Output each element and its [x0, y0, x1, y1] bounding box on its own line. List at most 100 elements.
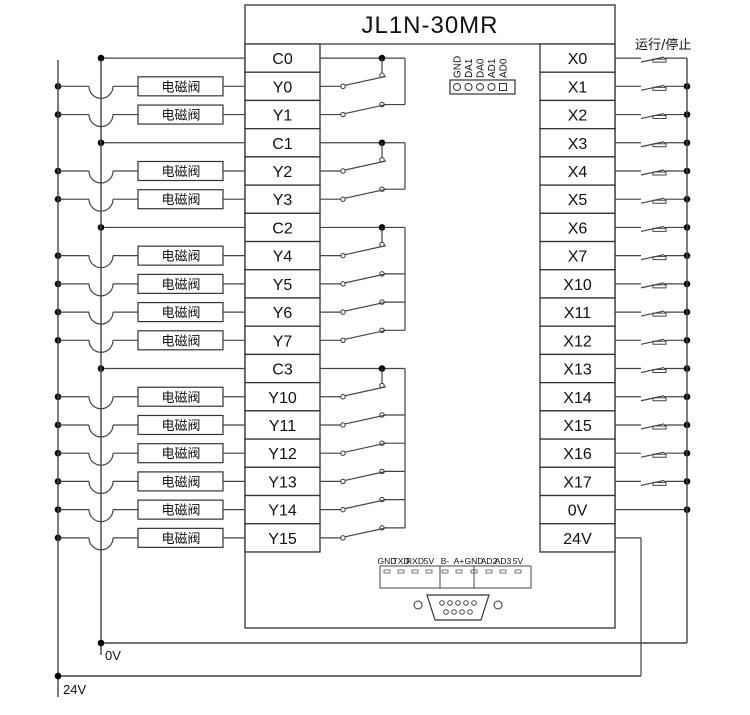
zero-volt-rail-dot [97, 639, 105, 647]
solenoid-valve-label: 电磁阀 [161, 193, 200, 208]
comm-pin-label: AD2 [481, 556, 498, 566]
pushbutton-actuator [652, 425, 667, 430]
contact-terminal [340, 281, 346, 287]
input-terminal-x4 [539, 156, 616, 186]
comm-pin-label: A+ [454, 556, 465, 566]
input-terminal-x1 [539, 71, 616, 102]
input-terminal-label: 24V [563, 531, 592, 548]
contact-terminal [340, 506, 346, 513]
db9-screw [413, 600, 423, 610]
contact-terminal [340, 83, 346, 90]
input-terminal-x3 [539, 128, 616, 158]
solenoid-valve-label: 电磁阀 [161, 475, 200, 490]
relay-contact-blade [344, 527, 387, 538]
db9-pin [463, 600, 469, 606]
supply-24v-label: 24V [63, 682, 86, 697]
db9-pin [467, 609, 473, 615]
pushbutton-actuator [652, 256, 667, 261]
contact-terminal [340, 535, 346, 541]
output-terminal-y11 [244, 410, 321, 440]
contact-terminal [340, 394, 346, 400]
zero-volt-label: 0V [105, 648, 121, 663]
contact-terminal [340, 422, 346, 428]
db9-pin [455, 600, 461, 606]
output-terminal-label: Y11 [269, 418, 296, 435]
solenoid-valve-label: 电磁阀 [161, 109, 200, 124]
pushbutton-actuator [652, 199, 667, 204]
comm-pin-label: 5V [424, 556, 435, 566]
supply-24v-rail-dot [54, 672, 62, 680]
input-terminal-label: X16 [563, 446, 592, 463]
output-terminal-label: Y6 [273, 305, 293, 322]
relay-contact-blade [344, 160, 387, 171]
plc-model-title: JL1N-30MR [361, 12, 498, 39]
output-terminal-y7 [244, 325, 321, 356]
db9-pin [451, 609, 457, 615]
pushbutton-actuator [652, 453, 667, 458]
pushbutton-actuator [652, 369, 667, 374]
contact-terminal [340, 450, 346, 456]
comm-pin-label: RXD [406, 556, 424, 566]
comm-pin-label: GND [378, 556, 397, 566]
comm-pin [499, 569, 507, 574]
solenoid-valve-label: 电磁阀 [161, 504, 200, 519]
pushbutton-actuator [652, 143, 667, 148]
analog-pin-label: AD0 [499, 58, 510, 78]
db9-screw [493, 600, 503, 610]
output-terminal-label: C3 [272, 362, 293, 379]
relay-contact-blade [344, 188, 387, 199]
input-terminal-label: X13 [563, 362, 592, 379]
comm-pin [514, 569, 522, 574]
analog-pin-label: DA1 [464, 58, 475, 78]
solenoid-valve-label: 电磁阀 [161, 334, 200, 349]
comm-pin [485, 569, 493, 574]
contact-terminal [340, 478, 346, 485]
input-terminal-label: X10 [563, 277, 592, 294]
relay-contact-blade [344, 245, 387, 256]
output-terminal-c0 [244, 43, 321, 73]
output-terminal-label: Y4 [273, 249, 293, 266]
analog-pin [464, 83, 473, 91]
input-terminal-x12 [539, 325, 616, 356]
comm-pin [397, 569, 405, 574]
db9-pin [459, 609, 465, 615]
relay-contact-blade [344, 442, 387, 453]
comm-pin-label: B- [441, 556, 450, 566]
solenoid-valve-label: 电磁阀 [161, 250, 200, 265]
pushbutton-actuator [652, 227, 667, 232]
relay-contact-blade [344, 414, 387, 425]
input-terminal-x6 [539, 212, 616, 243]
db9-pin [439, 600, 445, 606]
relay-contact-blade [344, 499, 387, 510]
contact-terminal [340, 252, 346, 259]
solenoid-valve-label: 电磁阀 [161, 80, 200, 95]
pushbutton-actuator [652, 481, 667, 486]
input-terminal-label: X6 [568, 220, 588, 237]
relay-contact-blade [344, 386, 387, 397]
comm-pin-label: 5V [513, 556, 524, 566]
output-terminal-label: Y2 [273, 164, 293, 181]
common-junction-dot [97, 54, 105, 62]
comm-pin [425, 569, 433, 574]
analog-pin [499, 83, 507, 91]
solenoid-valve-label: 电磁阀 [161, 391, 200, 406]
input-terminal-label: X0 [568, 51, 588, 68]
output-terminal-label: Y3 [273, 192, 293, 209]
input-terminal-label: X3 [568, 136, 588, 153]
input-terminal-label: X2 [568, 108, 588, 125]
pushbutton-actuator [652, 58, 667, 63]
analog-pin-label: GND [453, 56, 464, 78]
output-terminal-label: Y10 [268, 390, 297, 407]
input-terminal-label: X1 [568, 79, 588, 96]
pushbutton-actuator [652, 115, 667, 120]
comm-pin [383, 569, 391, 574]
output-terminal-label: C1 [272, 136, 293, 153]
analog-pin-label: DA0 [476, 58, 487, 78]
input-terminal-label: X12 [563, 333, 592, 350]
comm-pin [441, 569, 449, 574]
input-terminal-label: X11 [564, 305, 591, 322]
comm-pin [455, 569, 463, 574]
contact-terminal [340, 111, 346, 118]
db9-pin [471, 600, 477, 606]
